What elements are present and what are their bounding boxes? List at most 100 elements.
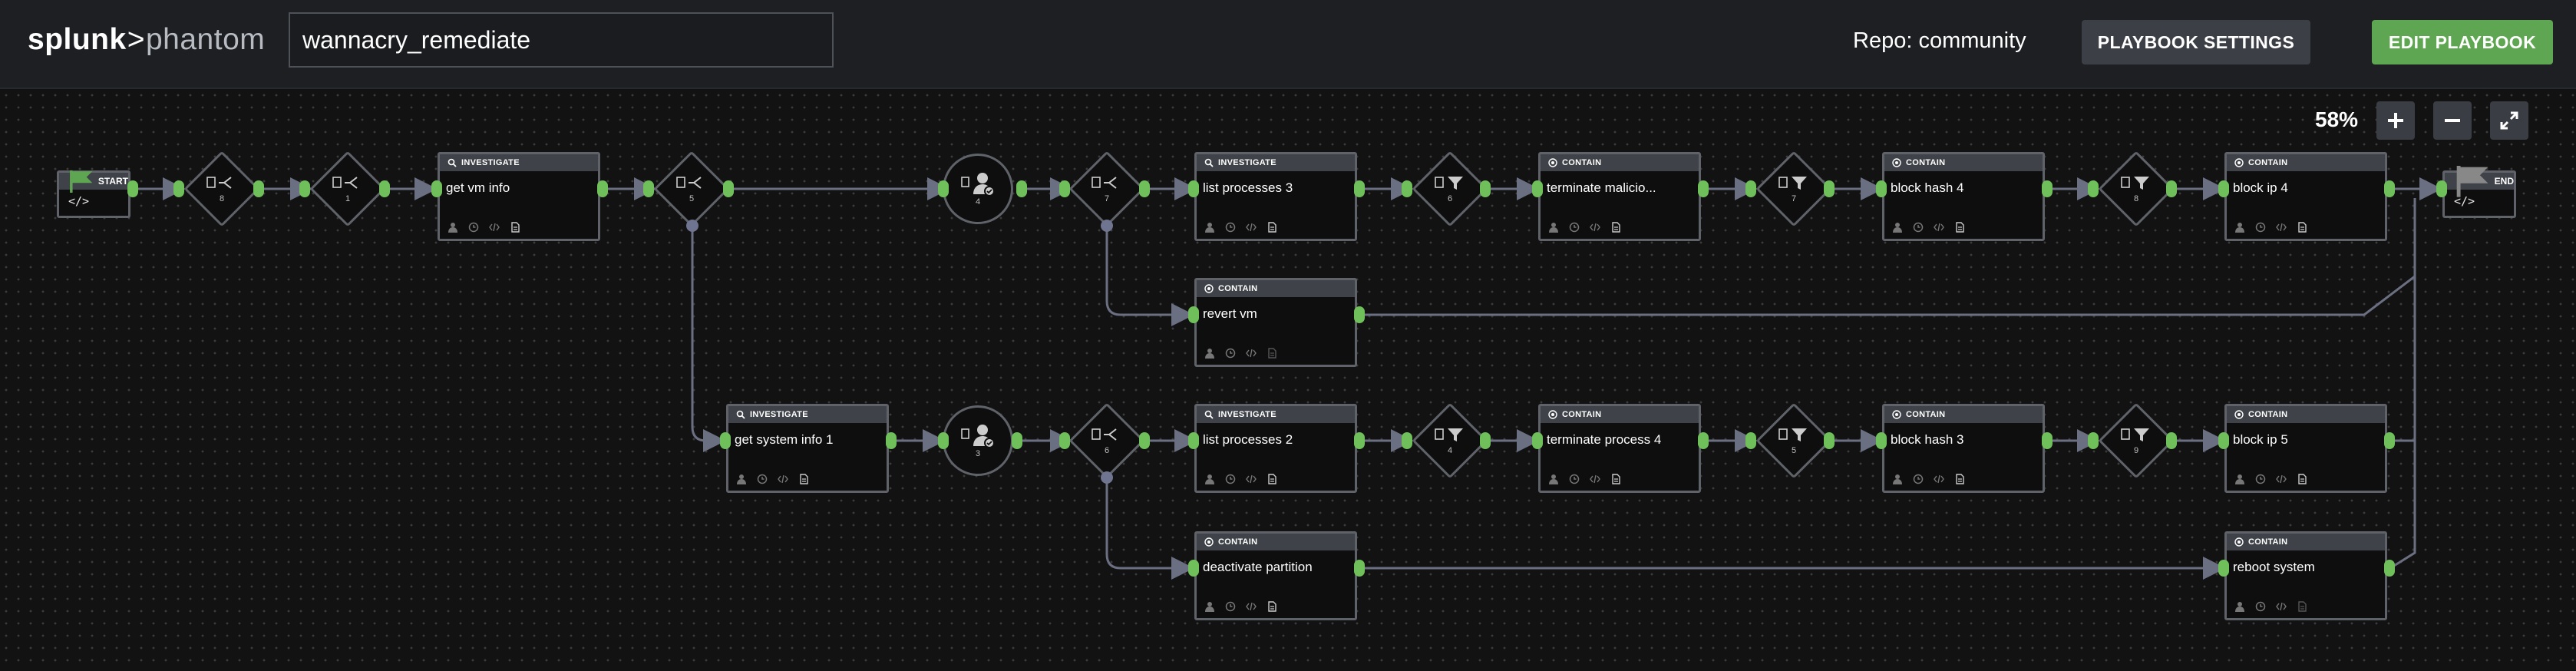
- code-icon[interactable]: [2276, 222, 2287, 233]
- user-icon[interactable]: [1204, 348, 1215, 359]
- input-port[interactable]: [2218, 560, 2229, 577]
- clock-icon[interactable]: [1225, 601, 1236, 612]
- block-terminate-process-4[interactable]: CONTAIN terminate process 4: [1538, 404, 1701, 493]
- user-icon[interactable]: [1204, 601, 1215, 612]
- input-port[interactable]: [1059, 180, 1070, 197]
- block-revert-vm[interactable]: CONTAIN revert vm: [1194, 278, 1357, 367]
- output-port[interactable]: [597, 180, 608, 197]
- input-port[interactable]: [938, 432, 949, 449]
- block-get-vm-info[interactable]: INVESTIGATE get vm info: [438, 152, 600, 241]
- end-node[interactable]: END </>: [2442, 165, 2516, 218]
- clock-icon[interactable]: [2255, 601, 2266, 612]
- input-port[interactable]: [1745, 180, 1756, 197]
- code-icon[interactable]: [1246, 601, 1257, 612]
- prompt-node[interactable]: 3: [943, 405, 1013, 476]
- code-icon[interactable]: [1246, 474, 1257, 484]
- user-icon[interactable]: [2234, 601, 2245, 612]
- zoom-in-button[interactable]: [2376, 101, 2415, 140]
- output-port[interactable]: [2384, 560, 2395, 577]
- output-port[interactable]: [1354, 180, 1365, 197]
- code-icon[interactable]: </>: [68, 194, 90, 208]
- input-port[interactable]: [1188, 432, 1199, 449]
- document-icon[interactable]: [1610, 474, 1621, 484]
- document-icon[interactable]: [2297, 474, 2307, 484]
- prompt-node[interactable]: 4: [943, 154, 1013, 224]
- block-deactivate-partition[interactable]: CONTAIN deactivate partition: [1194, 531, 1357, 620]
- code-icon[interactable]: [1246, 348, 1257, 359]
- output-port[interactable]: [1139, 180, 1150, 197]
- input-port[interactable]: [299, 180, 310, 197]
- branch-port[interactable]: [1101, 471, 1113, 484]
- code-icon[interactable]: [778, 474, 788, 484]
- code-icon[interactable]: [2276, 601, 2287, 612]
- clock-icon[interactable]: [2255, 474, 2266, 484]
- output-port[interactable]: [1016, 180, 1027, 197]
- document-icon[interactable]: [1267, 601, 1277, 612]
- output-port[interactable]: [723, 180, 734, 197]
- block-block-ip-4[interactable]: CONTAIN block ip 4: [2224, 152, 2387, 241]
- output-port[interactable]: [1139, 432, 1150, 449]
- input-port[interactable]: [1745, 432, 1756, 449]
- input-port[interactable]: [1402, 180, 1412, 197]
- input-port[interactable]: [1188, 560, 1199, 577]
- input-port[interactable]: [431, 180, 442, 197]
- document-icon[interactable]: [1954, 474, 1965, 484]
- document-icon[interactable]: [2297, 601, 2307, 612]
- output-port[interactable]: [2166, 180, 2177, 197]
- clock-icon[interactable]: [1569, 222, 1580, 233]
- start-node[interactable]: START </>: [57, 170, 130, 218]
- clock-icon[interactable]: [1225, 222, 1236, 233]
- output-port[interactable]: [886, 432, 897, 449]
- output-port[interactable]: [1824, 432, 1835, 449]
- input-port[interactable]: [720, 432, 731, 449]
- user-icon[interactable]: [1204, 222, 1215, 233]
- output-port[interactable]: [379, 180, 390, 197]
- user-icon[interactable]: [2234, 474, 2245, 484]
- clock-icon[interactable]: [1569, 474, 1580, 484]
- block-list-processes-3[interactable]: INVESTIGATE list processes 3: [1194, 152, 1357, 241]
- code-icon[interactable]: [1934, 222, 1944, 233]
- output-port[interactable]: [1480, 180, 1491, 197]
- input-port[interactable]: [1876, 180, 1887, 197]
- document-icon[interactable]: [1267, 222, 1277, 233]
- output-port[interactable]: [2166, 432, 2177, 449]
- document-icon[interactable]: [1954, 222, 1965, 233]
- clock-icon[interactable]: [757, 474, 768, 484]
- user-icon[interactable]: [1548, 222, 1559, 233]
- input-port[interactable]: [1402, 432, 1412, 449]
- code-icon[interactable]: [1590, 474, 1600, 484]
- code-icon[interactable]: [1246, 222, 1257, 233]
- input-port[interactable]: [2088, 180, 2099, 197]
- code-icon[interactable]: [1590, 222, 1600, 233]
- output-port[interactable]: [1354, 306, 1365, 323]
- user-icon[interactable]: [2234, 222, 2245, 233]
- code-icon[interactable]: [2276, 474, 2287, 484]
- output-port[interactable]: [1354, 560, 1365, 577]
- zoom-out-button[interactable]: [2433, 101, 2472, 140]
- input-port[interactable]: [1876, 432, 1887, 449]
- playbook-settings-button[interactable]: PLAYBOOK SETTINGS: [2082, 20, 2310, 64]
- block-list-processes-2[interactable]: INVESTIGATE list processes 2: [1194, 404, 1357, 493]
- input-port[interactable]: [173, 180, 184, 197]
- clock-icon[interactable]: [2255, 222, 2266, 233]
- document-icon[interactable]: [1267, 474, 1277, 484]
- splunk-phantom-logo[interactable]: splunk>phantom: [28, 23, 266, 56]
- output-port[interactable]: [2384, 432, 2395, 449]
- user-icon[interactable]: [736, 474, 747, 484]
- output-port[interactable]: [1354, 432, 1365, 449]
- start-output-port[interactable]: [127, 180, 138, 197]
- input-port[interactable]: [1532, 432, 1543, 449]
- block-get-system-info-1[interactable]: INVESTIGATE get system info 1: [726, 404, 889, 493]
- input-port[interactable]: [2218, 180, 2229, 197]
- playbook-name-input[interactable]: [289, 12, 834, 68]
- input-port[interactable]: [1188, 306, 1199, 323]
- branch-port[interactable]: [686, 220, 698, 232]
- document-icon[interactable]: [1610, 222, 1621, 233]
- fit-screen-button[interactable]: [2490, 101, 2528, 140]
- document-icon[interactable]: [798, 474, 809, 484]
- clock-icon[interactable]: [1913, 474, 1924, 484]
- clock-icon[interactable]: [1913, 222, 1924, 233]
- document-icon[interactable]: [1267, 348, 1277, 359]
- block-block-hash-3[interactable]: CONTAIN block hash 3: [1882, 404, 2045, 493]
- input-port[interactable]: [1532, 180, 1543, 197]
